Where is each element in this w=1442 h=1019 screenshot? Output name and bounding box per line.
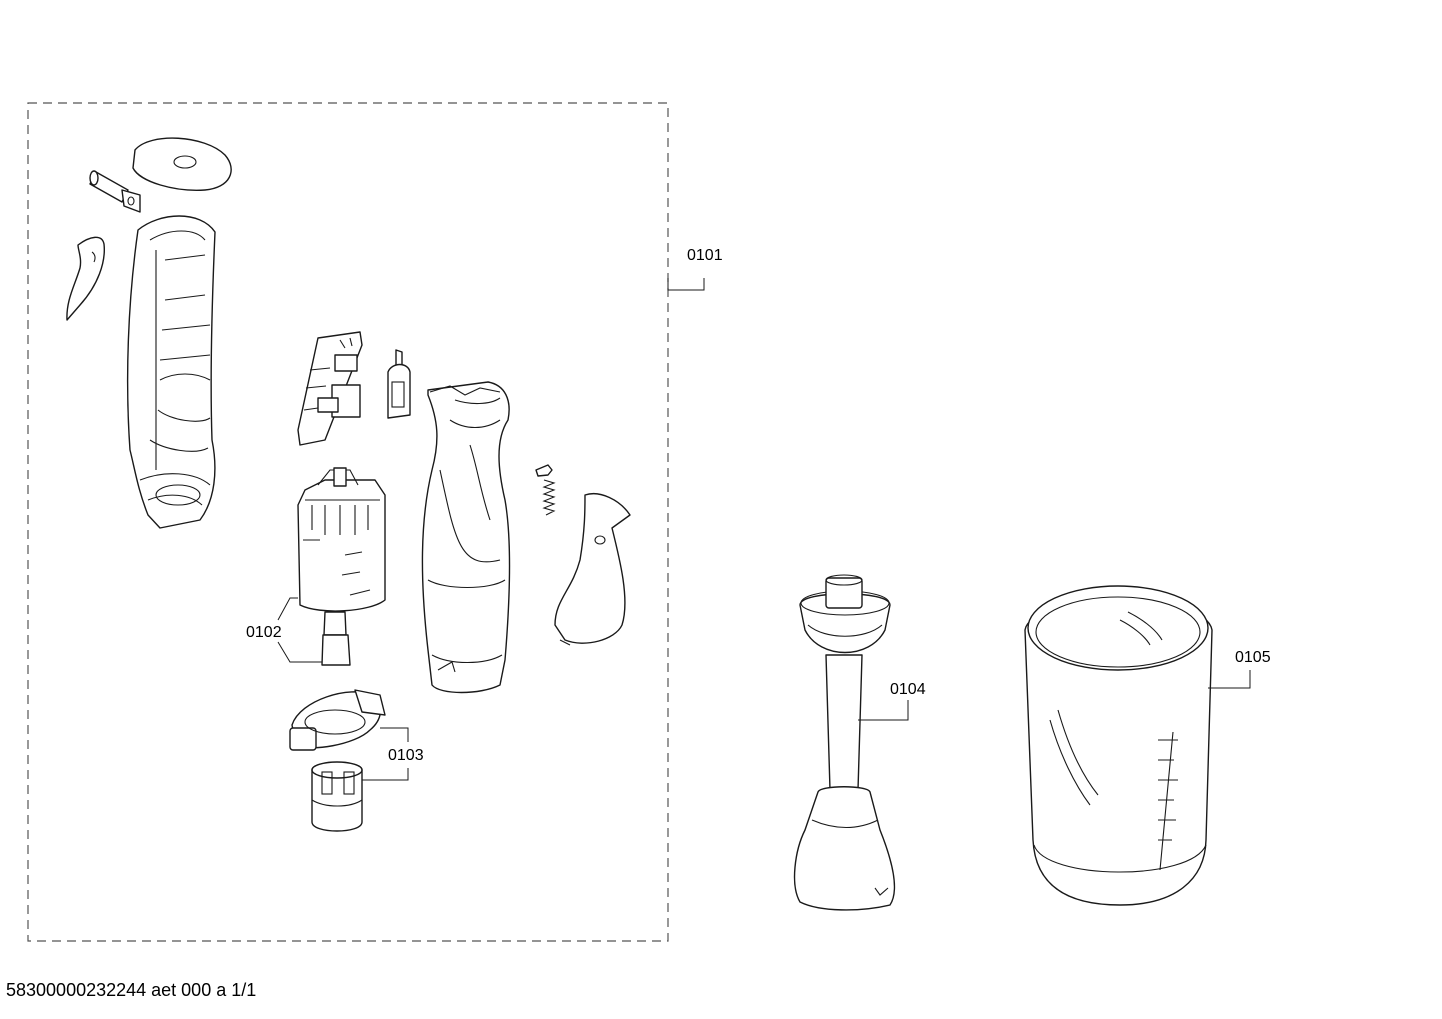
switch-circuit-board [297, 331, 363, 446]
measuring-beaker [1024, 585, 1213, 906]
release-latch [535, 464, 553, 477]
callout-0101: 0101 [667, 247, 723, 291]
front-button-cover [554, 493, 631, 646]
housing-disc [132, 137, 232, 191]
connector-plug [89, 170, 141, 213]
callout-0104: 0104 [858, 681, 926, 721]
motor [297, 467, 386, 666]
switch-lever [387, 349, 411, 419]
drive-coupling [311, 761, 363, 832]
callout-0105: 0105 [1208, 649, 1271, 689]
callout-label-0104: 0104 [890, 681, 926, 698]
callout-label-0103: 0103 [388, 747, 424, 764]
latch-spring [542, 479, 556, 516]
document-code: 58300000232244 aet 000 a 1/1 [6, 980, 257, 1000]
callout-label-0102: 0102 [246, 624, 282, 641]
assembly-group-frame [27, 102, 669, 942]
side-grip-cover [66, 236, 105, 321]
main-handle-body [421, 381, 511, 694]
callout-label-0105: 0105 [1235, 649, 1271, 666]
blender-foot [793, 574, 896, 911]
callout-0103: 0103 [362, 727, 424, 781]
callout-0102: 0102 [246, 597, 322, 663]
coupling-ring [289, 689, 386, 751]
rear-housing-shell [126, 215, 216, 529]
callout-label-0101: 0101 [687, 247, 723, 264]
